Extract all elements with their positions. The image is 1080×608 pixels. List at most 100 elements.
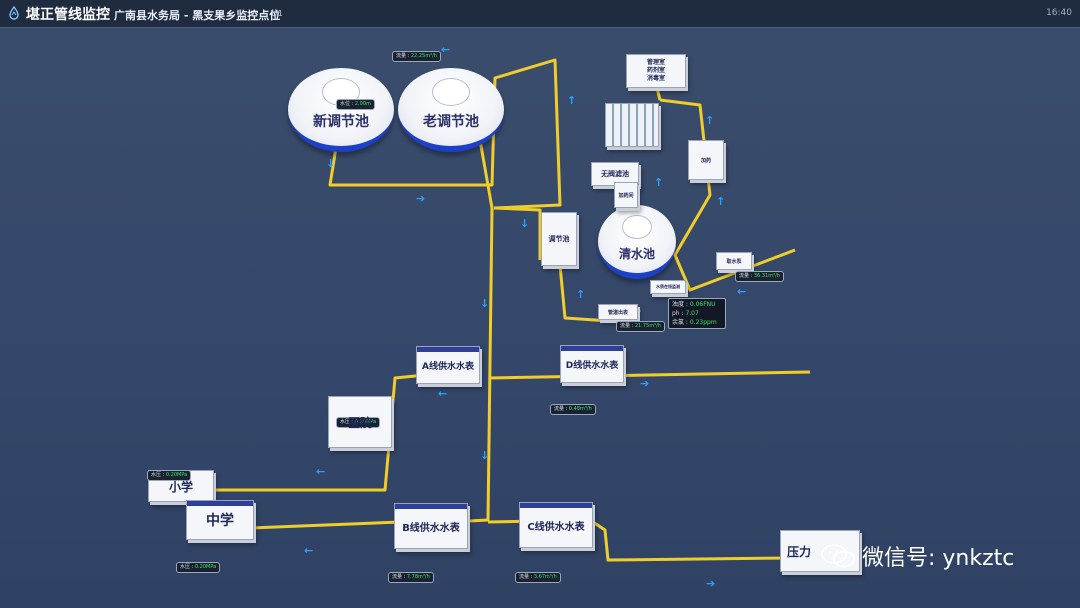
tag-value: 0.20MPa xyxy=(354,419,377,425)
tag-key: 流量 : xyxy=(739,273,754,279)
meter-a-building[interactable]: A线供水水表 xyxy=(416,346,480,384)
sensor-building[interactable]: 水质在线监测 xyxy=(650,280,686,294)
dosing-label: 加药 xyxy=(700,157,711,164)
tag-value: 3.67m³/h xyxy=(533,574,557,580)
sensor-label: 水质在线监测 xyxy=(656,284,680,289)
flow-arrow-down-icon: ↓ xyxy=(520,217,530,230)
tag-value: 22.25m³/h xyxy=(410,53,437,59)
tank-label: 老调节池 xyxy=(423,114,479,130)
flow-arrow-down-icon: ↓ xyxy=(480,449,490,462)
ph-row: ph : 7.07 xyxy=(672,309,722,318)
meter-a-label: A线供水水表 xyxy=(422,361,474,372)
flow-arrow-up-icon: ↑ xyxy=(576,288,586,301)
roof xyxy=(561,346,623,351)
turbidity-row: 浊度 : 0.06FNU xyxy=(672,300,722,309)
meter-c-label: C线供水水表 xyxy=(527,521,585,533)
pipe-right xyxy=(659,98,796,292)
page-indicator[interactable]: 1/1 xyxy=(270,9,283,18)
flow-tag-clear[interactable]: 流量 : 21.75m³/h xyxy=(616,321,665,332)
water-quality-panel[interactable]: 浊度 : 0.06FNU ph : 7.07 余氯 : 0.23ppm xyxy=(668,298,726,329)
tank-cap xyxy=(622,215,652,239)
tap-building[interactable]: 管道出表 xyxy=(598,304,638,320)
tag-value: 7.78m³/h xyxy=(406,574,430,580)
dosing-building[interactable]: 加药 xyxy=(688,140,724,180)
tag-key: 流量 : xyxy=(620,323,635,329)
mgmt-line1: 管理室 xyxy=(646,59,665,66)
middle-school-building[interactable]: 中学 xyxy=(186,500,254,540)
pipe-adjust xyxy=(493,206,542,260)
tag-key: 流量 : xyxy=(392,574,407,580)
flow-arrow-left-icon: ← xyxy=(438,387,448,400)
meter-d-building[interactable]: D线供水水表 xyxy=(560,345,624,383)
filter-rack[interactable] xyxy=(605,103,659,147)
tag-key: 水压 : xyxy=(340,419,355,425)
chlorine-key: 余氯 : xyxy=(672,319,690,326)
ph-value: 7.07 xyxy=(685,310,699,317)
pipe-b-line xyxy=(249,520,401,530)
primary-label: 小学 xyxy=(168,479,193,494)
flow-arrow-left-icon: ← xyxy=(441,43,451,56)
flow-arrow-right-icon: ➔ xyxy=(706,577,716,590)
mgmt-line2: 药剂室 xyxy=(646,67,665,74)
tag-key: 流量 : xyxy=(519,574,534,580)
pressure-tag-primary[interactable]: 水压 : 0.20MPa xyxy=(147,470,192,481)
tag-value: 0.20MPa xyxy=(194,564,217,570)
chlorine-row: 余氯 : 0.23ppm xyxy=(672,318,722,327)
flow-tag-d[interactable]: 流量 : 0.48m³/h xyxy=(550,404,596,415)
tag-key: 流量 : xyxy=(554,406,569,412)
roof xyxy=(187,501,253,506)
meter-b-label: B线供水水表 xyxy=(402,522,460,534)
flow-arrow-left-icon: ← xyxy=(304,544,314,557)
tag-value: 36.31m³/h xyxy=(753,273,780,279)
flow-arrow-up-icon: ↑ xyxy=(716,195,726,208)
middle-label: 中学 xyxy=(206,513,234,529)
pressure-tag-middle[interactable]: 水压 : 0.20MPa xyxy=(176,562,221,573)
flow-tag-c[interactable]: 流量 : 3.67m³/h xyxy=(515,572,561,583)
tag-value: 0.48m³/h xyxy=(568,406,592,412)
app-title: 堪正管线监控 xyxy=(26,7,110,23)
roof xyxy=(395,504,467,509)
roof xyxy=(417,347,479,352)
roof xyxy=(520,503,592,508)
flow-tag-b[interactable]: 流量 : 7.78m³/h xyxy=(388,572,434,583)
chlorine-value: 0.23ppm xyxy=(689,319,717,326)
pipe-d-line xyxy=(489,370,811,380)
mixing-building[interactable]: 加药间 xyxy=(614,182,638,208)
pump-label: 取水泵 xyxy=(726,258,742,265)
flow-tag-top[interactable]: 流量 : 22.25m³/h xyxy=(392,51,441,62)
tag-key: 水压 : xyxy=(180,564,195,570)
flow-arrow-right-icon: ➔ xyxy=(640,377,650,390)
valve-filter-label: 无阀滤池 xyxy=(601,170,629,178)
flow-tag-right[interactable]: 流量 : 36.31m³/h xyxy=(735,271,784,282)
ph-key: ph : xyxy=(672,310,686,317)
meter-b-building[interactable]: B线供水水表 xyxy=(394,503,468,549)
mixing-label: 加药间 xyxy=(618,192,634,199)
meter-d-label: D线供水水表 xyxy=(565,360,619,371)
meter-c-building[interactable]: C线供水水表 xyxy=(519,502,593,548)
new-tank[interactable]: 新调节池 xyxy=(288,68,394,152)
old-tank[interactable]: 老调节池 xyxy=(398,68,504,152)
watermark-text: 微信号: ynkztc xyxy=(862,546,1015,571)
tap-label: 管道出表 xyxy=(607,309,628,316)
wechat-watermark: 微信号: ynkztc xyxy=(820,540,1014,572)
adjust-building[interactable]: 调节池 xyxy=(541,212,577,266)
flow-arrow-down-icon: ↓ xyxy=(326,157,336,170)
level-tag-new[interactable]: 水位 : 2.00m xyxy=(336,99,375,110)
flow-arrow-left-icon: ← xyxy=(737,285,747,298)
tank-label: 新调节池 xyxy=(313,114,369,130)
clear-tank[interactable]: 清水池 xyxy=(598,205,676,279)
flow-arrow-down-icon: ↓ xyxy=(480,297,490,310)
hospital-label: 医院 xyxy=(347,415,372,430)
pressure-tag-hospital[interactable]: 水压 : 0.20MPa xyxy=(336,417,381,428)
tag-value: 21.75m³/h xyxy=(634,323,661,329)
flow-arrow-right-icon: ➔ xyxy=(416,192,426,205)
app-logo-icon xyxy=(9,6,19,20)
breadcrumb[interactable]: 广南县水务局 - 黑支果乡监控点位 xyxy=(114,9,281,22)
tag-key: 水位 : xyxy=(340,101,355,107)
mgmt-building[interactable]: 管理室 药剂室 消毒室 xyxy=(626,54,686,88)
pump-building[interactable]: 取水泵 xyxy=(716,252,752,270)
turbidity-value: 0.06FNU xyxy=(689,301,716,308)
mgmt-line3: 消毒室 xyxy=(646,75,665,82)
tank-label: 清水池 xyxy=(618,246,655,261)
